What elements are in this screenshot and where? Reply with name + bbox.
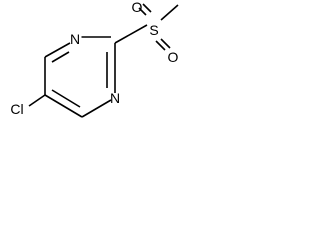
- bond-c2-s: [114, 24, 148, 44]
- bond-s-o-top-a: [142, 3, 152, 13]
- atom-o-top: O: [132, 0, 143, 15]
- atom-s: S: [149, 22, 158, 38]
- atom-n-bottom: N: [110, 90, 120, 106]
- atom-n-top: N: [70, 31, 80, 47]
- bond-s-o-bottom-a: [160, 38, 171, 49]
- bond-c4-c5-double: [51, 89, 81, 108]
- atom-o-bottom: O: [168, 49, 179, 65]
- bond-s-methyl: [160, 4, 179, 21]
- bond-c6-n1: [44, 42, 71, 58]
- bond-c5-cl: [28, 94, 46, 107]
- bond-s-o-bottom-b: [155, 40, 166, 51]
- bond-c6-n1-double: [51, 51, 70, 63]
- bond-n3-c4: [81, 99, 112, 118]
- bond-c4-c5: [44, 94, 83, 118]
- pyrimidine-ring: [44, 36, 116, 118]
- structure-diagram: N N S O O Cl: [10, 0, 179, 118]
- bond-s-o-top-b: [138, 7, 147, 16]
- atom-cl: Cl: [10, 101, 23, 117]
